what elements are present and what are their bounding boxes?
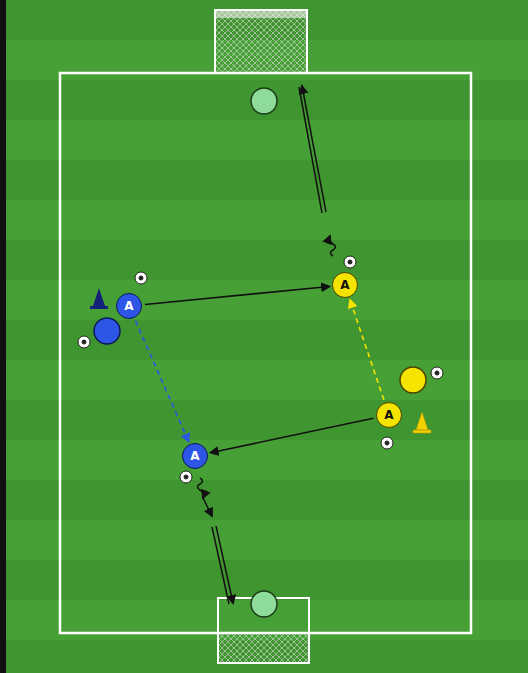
shot-run: [198, 478, 234, 604]
balls: [78, 256, 443, 483]
player-label: A: [190, 450, 199, 462]
player-label: A: [340, 279, 349, 291]
waiting-player: [400, 367, 426, 393]
player-circle: A: [332, 272, 358, 298]
goalkeeper: [251, 591, 277, 617]
goalkeeper: [251, 88, 277, 114]
waiting-player: [94, 318, 120, 344]
player-circle: A: [182, 443, 208, 469]
run-arrow: [350, 300, 384, 400]
pitch-boundary: [60, 73, 471, 633]
cone: [90, 288, 108, 309]
shot-run: [299, 86, 336, 256]
player-circle: A: [116, 293, 142, 319]
run-arrow: [135, 321, 188, 442]
player-circle: A: [376, 402, 402, 428]
player-label: A: [384, 409, 393, 421]
cone: [413, 412, 431, 433]
player-label: A: [124, 300, 133, 312]
pass-arrow: [211, 418, 374, 452]
pass-arrow: [145, 287, 329, 305]
top-goal: [215, 10, 307, 73]
